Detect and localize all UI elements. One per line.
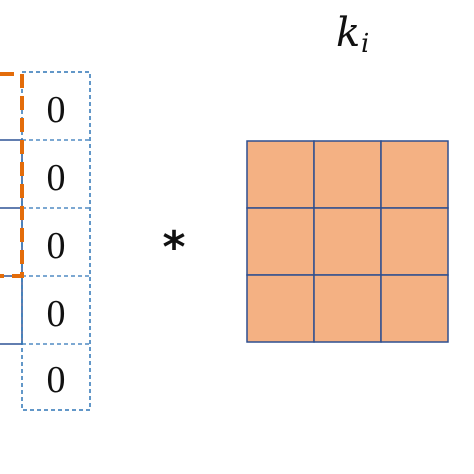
kernel-cell-r2-c3 — [380, 207, 449, 276]
kernel-cell-r1-c2 — [313, 140, 382, 209]
kernel-label: k i — [336, 10, 369, 59]
kernel-cell-r2-c2 — [313, 207, 382, 276]
padding-zero-5: 0 — [47, 359, 66, 401]
kernel-cell-r1-c3 — [380, 140, 449, 209]
convolution-operator: * — [162, 222, 185, 273]
kernel-cell-r1-c1 — [246, 140, 315, 209]
kernel-cell-r3-c2 — [313, 274, 382, 343]
padding-zero-3: 0 — [47, 225, 66, 267]
kernel-label-subscript: i — [361, 29, 369, 59]
padding-zero-2: 0 — [47, 157, 66, 199]
kernel-cell-r2-c1 — [246, 207, 315, 276]
padding-column: 0 0 0 0 0 — [21, 71, 91, 411]
receptive-field-highlight — [0, 72, 24, 278]
kernel-cell-r3-c3 — [380, 274, 449, 343]
kernel-grid — [246, 140, 449, 343]
input-matrix-edge — [0, 139, 23, 345]
kernel-label-k: k — [336, 10, 360, 56]
padding-zero-1: 0 — [47, 89, 66, 131]
kernel-cell-r3-c1 — [246, 274, 315, 343]
padding-zero-4: 0 — [47, 293, 66, 335]
